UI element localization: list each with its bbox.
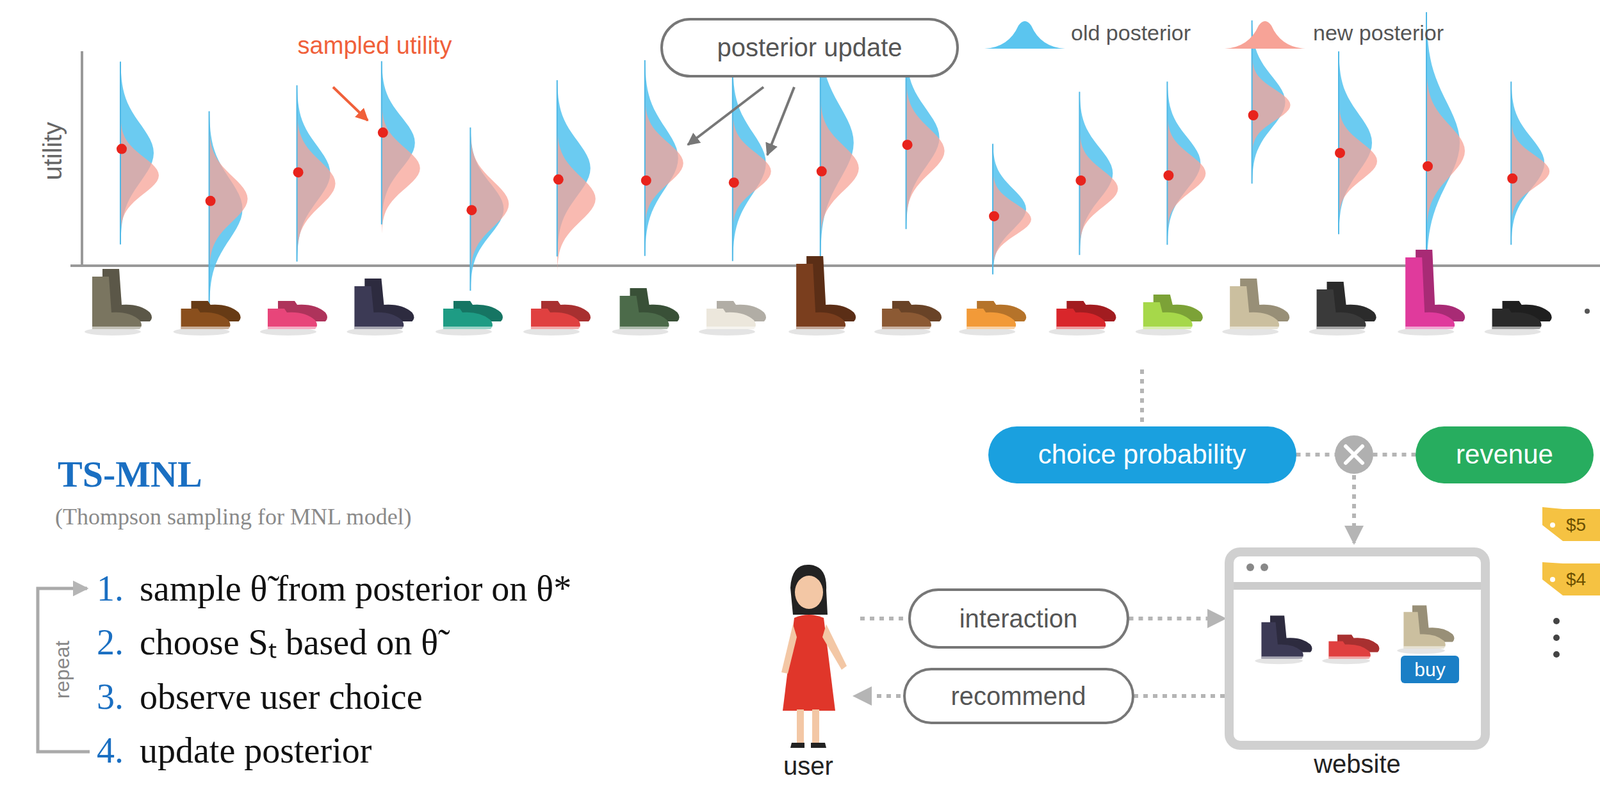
- price-tag-text: $5: [1566, 514, 1586, 536]
- text-label: update posterior: [139, 730, 372, 772]
- callout-box: posterior update: [660, 17, 959, 78]
- dotted-line: [1140, 369, 1144, 426]
- pill-box: revenue: [1415, 426, 1594, 484]
- node-text: interaction: [959, 604, 1078, 634]
- posterior-curves: [116, 12, 1550, 307]
- node-text: revenue: [1455, 439, 1554, 471]
- title-bar: [1233, 582, 1481, 590]
- node-text: choice probability: [1038, 439, 1247, 471]
- legend-text: old posterior: [1070, 20, 1191, 46]
- website-window: websitebuy: [1224, 547, 1490, 751]
- legend-swatch: [984, 21, 1066, 49]
- text-label: utility: [37, 121, 68, 180]
- leader-arrow: [767, 87, 795, 156]
- action-box: interaction: [908, 588, 1130, 649]
- text-label: 1.: [96, 568, 124, 610]
- text-label: observe user choice: [139, 676, 423, 718]
- legend-text: new posterior: [1313, 20, 1444, 46]
- shoe-row: [84, 249, 1552, 336]
- text-label: (Thompson sampling for MNL model): [55, 504, 412, 531]
- leader-arrow: [333, 87, 368, 121]
- pill-box: choice probability: [988, 426, 1297, 484]
- buy-button: buy: [1400, 655, 1460, 684]
- window-dot: [1260, 563, 1269, 572]
- y-axis: [80, 51, 84, 267]
- text-label: 3.: [96, 676, 124, 718]
- text-label: user: [783, 751, 834, 781]
- legend-swatch: [1224, 21, 1306, 49]
- text-label: 2.: [96, 621, 124, 663]
- node-text: posterior update: [716, 33, 902, 63]
- window-dot: [1246, 563, 1255, 572]
- leader-arrow: [687, 87, 764, 145]
- text-label: repeat: [50, 641, 75, 700]
- repeat-bracket: [37, 588, 90, 752]
- price-tag-text: $4: [1566, 569, 1586, 590]
- action-box: recommend: [903, 668, 1135, 725]
- window-caption: website: [1313, 750, 1401, 779]
- dotted-arrow: [854, 694, 901, 699]
- text-label: choose Sₜ based on θ̃: [139, 621, 439, 663]
- text-label: sampled utility: [297, 32, 453, 61]
- node-text: recommend: [950, 682, 1086, 711]
- dotted-arrow: [1352, 475, 1356, 544]
- multiply-symbol: [1334, 435, 1374, 474]
- dotted-line: [860, 616, 906, 621]
- algorithm-title: TS-MNL: [57, 453, 203, 497]
- x-axis: [70, 264, 1600, 268]
- text-label: 4.: [96, 730, 124, 772]
- price-tags: [1542, 507, 1600, 658]
- dotted-connector: [1129, 616, 1226, 621]
- text-label: sample θ̃ from posterior on θ*: [139, 568, 572, 610]
- ellipsis-dot: [1584, 308, 1590, 314]
- user-figure: [781, 564, 847, 749]
- dotted-connector: [1134, 694, 1226, 699]
- node-text: buy: [1414, 659, 1445, 681]
